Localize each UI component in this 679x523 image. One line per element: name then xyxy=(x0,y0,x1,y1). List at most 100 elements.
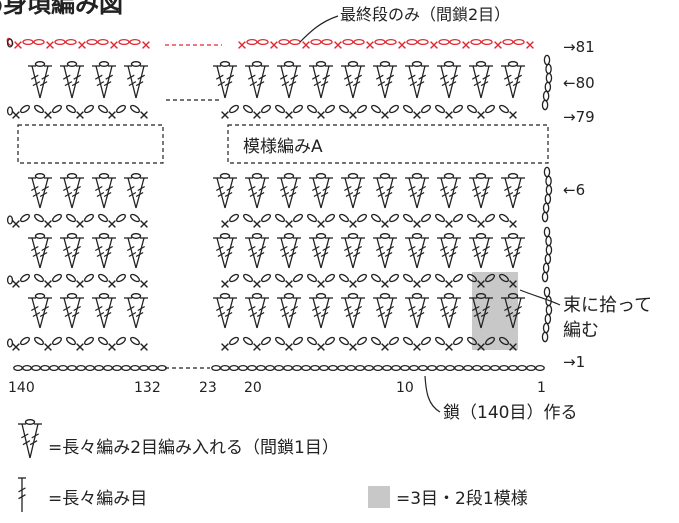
single-crochet xyxy=(270,41,278,49)
dtr-tick xyxy=(224,251,233,258)
dtr-tick xyxy=(441,311,450,318)
dtr-tick xyxy=(137,74,145,80)
chain-note-leader xyxy=(424,375,441,413)
dtr-tick xyxy=(31,245,39,252)
chain-stitch xyxy=(541,271,549,283)
dtr-tick xyxy=(345,81,354,87)
dtr-stitch xyxy=(31,297,41,329)
chain-stitch xyxy=(275,213,285,223)
dtr-tick xyxy=(217,311,226,318)
chain-stitch xyxy=(289,38,301,46)
dtr-tick xyxy=(258,305,266,312)
chain-stitch xyxy=(22,364,32,372)
chain-stitch xyxy=(157,364,167,372)
stitch-number-132: 132 xyxy=(134,380,161,396)
chain-stitch xyxy=(541,211,549,223)
single-crochet xyxy=(12,280,20,288)
dtr-tick xyxy=(418,74,426,80)
chain-stitch xyxy=(347,233,359,239)
dtr-tick xyxy=(95,245,103,252)
chain-stitch xyxy=(475,293,487,299)
dtr-tick xyxy=(39,311,48,318)
dtr-tick xyxy=(409,311,418,318)
single-crochet xyxy=(413,111,421,119)
dtr-tick xyxy=(216,245,224,252)
chain-stitch xyxy=(54,38,66,46)
single-crochet xyxy=(302,41,310,49)
chain-stitch xyxy=(543,286,551,298)
single-crochet xyxy=(381,111,389,119)
dtr-tick xyxy=(103,81,112,87)
dtr-tick xyxy=(71,311,80,318)
dtr-tick xyxy=(440,305,448,312)
dtr-tick xyxy=(63,305,71,312)
chain-stitch xyxy=(357,336,367,346)
chain-stitch xyxy=(325,336,335,346)
chain-stitch xyxy=(453,273,463,283)
dtr-tick xyxy=(322,185,330,192)
chain-stitch xyxy=(66,233,78,239)
dtr-tick xyxy=(32,251,41,258)
chain-stitch xyxy=(391,364,401,372)
single-crochet xyxy=(46,41,54,49)
stitch-number-10: 10 xyxy=(396,380,414,396)
dtr-tick xyxy=(73,185,81,192)
chain-stitch xyxy=(339,336,349,346)
single-crochet xyxy=(413,343,421,351)
chain-stitch xyxy=(379,233,391,239)
single-crochet xyxy=(317,343,325,351)
dtr-tick xyxy=(386,74,394,80)
stitch-number-140: 140 xyxy=(8,380,35,396)
chain-stitch xyxy=(347,61,359,67)
chain-stitch xyxy=(98,293,110,299)
chain-stitch xyxy=(389,273,399,283)
dtr-tick xyxy=(448,81,457,87)
dtr-tick xyxy=(31,433,39,439)
dtr-tick xyxy=(249,251,258,258)
chain-stitch xyxy=(251,173,263,179)
chain-stitch xyxy=(427,364,437,372)
chain-stitch xyxy=(67,364,77,372)
chain-stitch xyxy=(116,336,126,346)
chain-stitch xyxy=(485,104,495,114)
chain-stitch xyxy=(34,336,44,346)
chain-stitch xyxy=(541,331,549,343)
chain-stitch xyxy=(315,293,327,299)
dtr-tick xyxy=(386,305,394,312)
dtr-tick xyxy=(450,245,458,252)
dtr-stitch xyxy=(63,297,73,329)
dtr-tick xyxy=(440,245,448,252)
chain-stitch xyxy=(307,104,317,114)
chain-stitch xyxy=(112,364,122,372)
chain-stitch xyxy=(129,38,141,46)
chain-stitch xyxy=(6,38,14,48)
chain-stitch xyxy=(443,293,455,299)
dtr-tick xyxy=(290,74,298,80)
dtr-tick xyxy=(409,81,418,87)
dtr-tick xyxy=(472,305,480,312)
chain-stitch xyxy=(435,104,445,114)
chain-stitch xyxy=(467,104,477,114)
dtr-stitch xyxy=(288,297,298,329)
dtr-stitch xyxy=(448,177,458,209)
dtr-stitch xyxy=(408,177,418,209)
dtr-tick xyxy=(408,185,416,192)
single-crochet xyxy=(12,111,20,119)
dtr-tick xyxy=(322,245,330,252)
chain-stitch xyxy=(467,336,477,346)
dtr-tick xyxy=(64,191,73,198)
chain-stitch xyxy=(346,364,356,372)
chain-stitch xyxy=(328,364,338,372)
chain-stitch xyxy=(411,233,423,239)
dtr-tick xyxy=(480,191,489,198)
dtr-tick xyxy=(256,191,265,198)
chain-stitch xyxy=(357,273,367,283)
single-crochet xyxy=(76,111,84,119)
single-crochet xyxy=(285,343,293,351)
dtr-tick xyxy=(18,494,26,500)
chain-stitch xyxy=(130,273,140,283)
dtr-tick xyxy=(63,185,71,192)
dtr-stitch xyxy=(448,237,458,269)
chain-stitch xyxy=(389,336,399,346)
chain-stitch xyxy=(475,61,487,67)
